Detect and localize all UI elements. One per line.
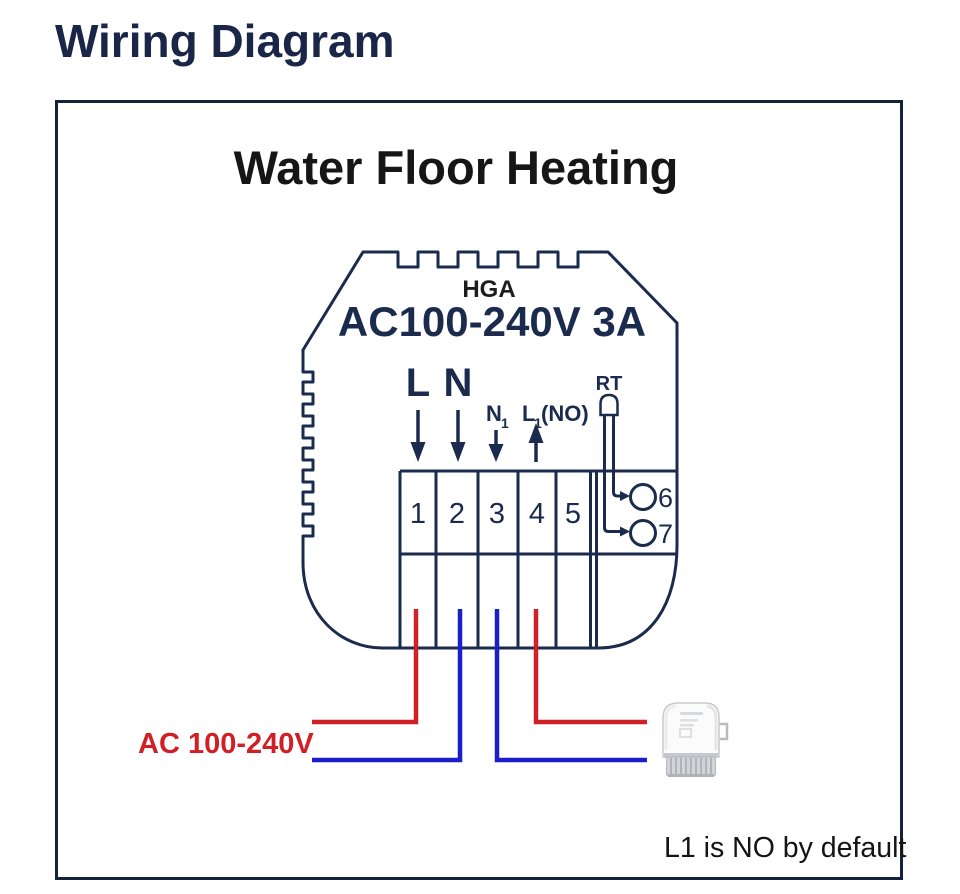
neutral-wire-terminal-2 (312, 609, 463, 763)
terminal-n-label: N (444, 361, 473, 405)
rt-sensor-bulb-icon (599, 393, 619, 417)
device-rating-label: AC100-240V 3A (338, 298, 646, 345)
terminal-number-1: 1 (410, 498, 426, 530)
rt-lead-arrowhead-6 (620, 491, 630, 501)
terminal-l1-label: L (522, 401, 535, 426)
actuator-wire-terminal-3 (494, 609, 647, 763)
arrow-up-l1-icon (528, 423, 544, 462)
terminal-n1-subscript: 1 (501, 415, 509, 431)
terminal-block (398, 469, 677, 648)
rt-sensor-label: RT (596, 373, 623, 395)
aux-terminal-6-circle (629, 483, 657, 511)
rt-sensor-leads (603, 415, 620, 533)
device-model-label: HGA (462, 276, 515, 303)
page-title: Wiring Diagram (55, 15, 395, 67)
actuator-wire-terminal-4 (533, 609, 647, 725)
arrow-down-l-icon (410, 410, 426, 462)
terminal-l1-suffix: (NO) (541, 401, 589, 426)
terminal-number-2: 2 (449, 498, 465, 530)
diagram-frame (55, 100, 903, 880)
terminal-n1-label: N (486, 401, 502, 426)
thermostat-outline (301, 250, 679, 650)
arrow-down-n-icon (450, 410, 466, 462)
default-state-note: L1 is NO by default (664, 832, 906, 864)
diagram-heading: Water Floor Heating (234, 141, 679, 194)
rt-lead-arrowhead-7 (620, 526, 630, 537)
terminal-number-4: 4 (529, 498, 545, 530)
power-source-label: AC 100-240V (138, 728, 314, 760)
aux-terminal-7-circle (629, 519, 657, 547)
terminal-number-3: 3 (489, 498, 505, 530)
aux-terminal-number-6: 6 (658, 483, 673, 513)
terminal-l-label: L (406, 361, 430, 405)
arrow-down-n1-icon (488, 430, 504, 462)
aux-terminal-number-7: 7 (658, 519, 673, 549)
terminal-number-5: 5 (565, 498, 581, 530)
terminal-l1-subscript: 1 (534, 415, 542, 431)
thermal-actuator-image (662, 702, 729, 777)
live-wire-terminal-1 (312, 609, 419, 725)
